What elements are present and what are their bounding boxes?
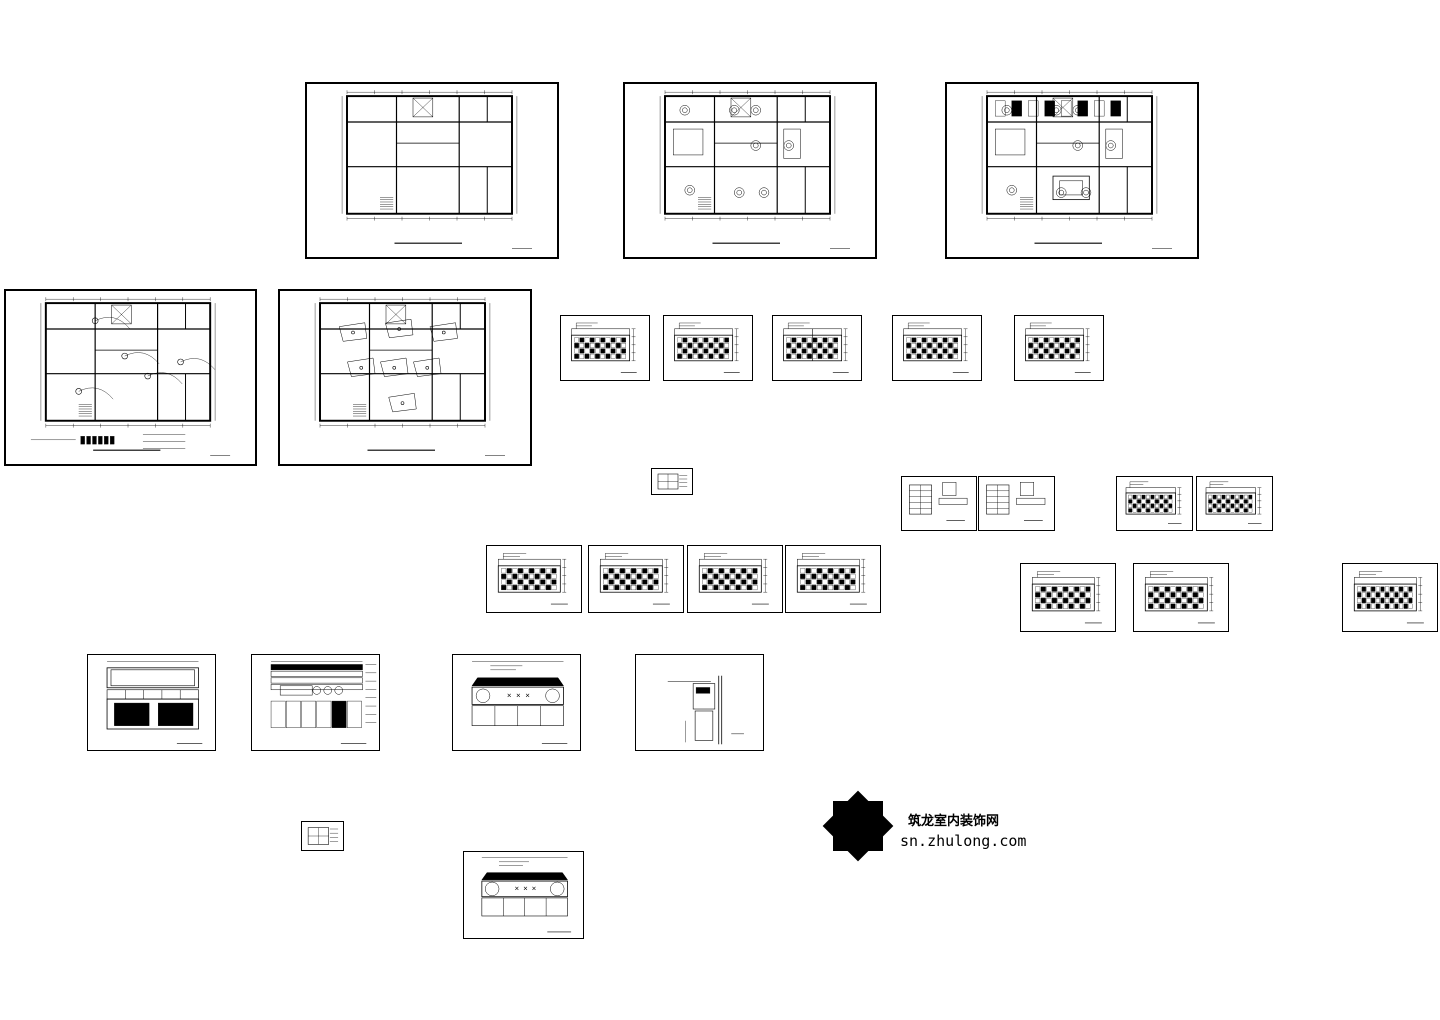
- sheet-elevation-7[interactable]: [588, 545, 684, 613]
- sheet-elevation-1[interactable]: [560, 315, 650, 381]
- sheet-cabinet-3[interactable]: ✕ ✕ ✕: [452, 654, 581, 751]
- drawing-mini: [657, 473, 688, 490]
- drawing-elev: [698, 553, 769, 605]
- drawing-planF2: [981, 90, 1173, 249]
- sheet-elevation-2[interactable]: [663, 315, 753, 381]
- drawing-elevW: [1353, 571, 1424, 624]
- drawing-detail: [986, 482, 1046, 521]
- sheet-floor-plan-structure[interactable]: [305, 82, 559, 259]
- svg-text:✕: ✕: [507, 694, 512, 700]
- sheet-elevation-5[interactable]: [1014, 315, 1104, 381]
- drawing-elev: [903, 322, 969, 373]
- sheet-detail-small-2[interactable]: [301, 821, 344, 851]
- svg-text:✕: ✕: [516, 694, 521, 700]
- watermark-name: 筑龙室内装饰网: [908, 814, 1000, 829]
- svg-text:✕: ✕: [532, 887, 537, 893]
- sheet-section-1[interactable]: [635, 654, 764, 751]
- zhulong-logo: [822, 790, 894, 862]
- drawing-elev: [599, 553, 670, 605]
- sheet-elevation-12[interactable]: [1342, 563, 1438, 632]
- sheet-elevation-4[interactable]: [892, 315, 982, 381]
- drawing-elev: [1031, 571, 1102, 624]
- sheet-floor-plan-layout[interactable]: [623, 82, 877, 259]
- sheet-detail-small-1[interactable]: [651, 468, 693, 495]
- drawing-elevS: [783, 322, 849, 373]
- sheet-cabinet-1[interactable]: [87, 654, 216, 751]
- drawing-ceil: [314, 297, 506, 456]
- drawing-elec: [30, 297, 231, 456]
- drawing-cab3: ✕ ✕ ✕: [481, 857, 572, 933]
- drawing-elev: [1125, 481, 1182, 524]
- sheet-elevation-8[interactable]: [687, 545, 783, 613]
- sheet-cabinet-2[interactable]: [251, 654, 380, 751]
- sheet-elevation-10[interactable]: [1020, 563, 1116, 632]
- svg-text:✕: ✕: [525, 694, 530, 700]
- svg-text:✕: ✕: [514, 887, 519, 893]
- sheet-ceiling-plan[interactable]: [278, 289, 532, 466]
- sheet-elevation-3[interactable]: [772, 315, 862, 381]
- drawing-cab2: [270, 661, 377, 744]
- drawing-sect: [667, 675, 744, 745]
- sheet-detail-4[interactable]: [1196, 476, 1273, 531]
- drawing-plan: [341, 90, 533, 249]
- sheet-elevation-11[interactable]: [1133, 563, 1229, 632]
- drawing-cab: [106, 661, 203, 744]
- drawing-elev: [1025, 322, 1091, 373]
- drawing-elev: [674, 322, 740, 373]
- drawing-detail: [909, 482, 968, 521]
- svg-text:✕: ✕: [523, 887, 528, 893]
- drawing-elev: [571, 322, 637, 373]
- watermark-url: sn.zhulong.com: [900, 832, 1027, 850]
- drawing-elev: [1144, 571, 1215, 624]
- drawing-elev: [497, 553, 568, 605]
- sheet-cabinet-4[interactable]: ✕ ✕ ✕: [463, 851, 584, 939]
- drawing-elev: [1205, 481, 1262, 524]
- drawing-mini: [307, 827, 339, 845]
- drawing-cab3: ✕ ✕ ✕: [471, 661, 568, 744]
- sheet-elevation-9[interactable]: [785, 545, 881, 613]
- sheet-detail-3[interactable]: [1116, 476, 1193, 531]
- sheet-detail-2[interactable]: [978, 476, 1055, 531]
- drawing-planF: [659, 90, 851, 249]
- sheet-elevation-6[interactable]: [486, 545, 582, 613]
- sheet-floor-plan-furniture[interactable]: [945, 82, 1199, 259]
- sheet-electrical-plan[interactable]: [4, 289, 257, 466]
- sheet-detail-1[interactable]: [901, 476, 977, 531]
- drawing-elev: [796, 553, 867, 605]
